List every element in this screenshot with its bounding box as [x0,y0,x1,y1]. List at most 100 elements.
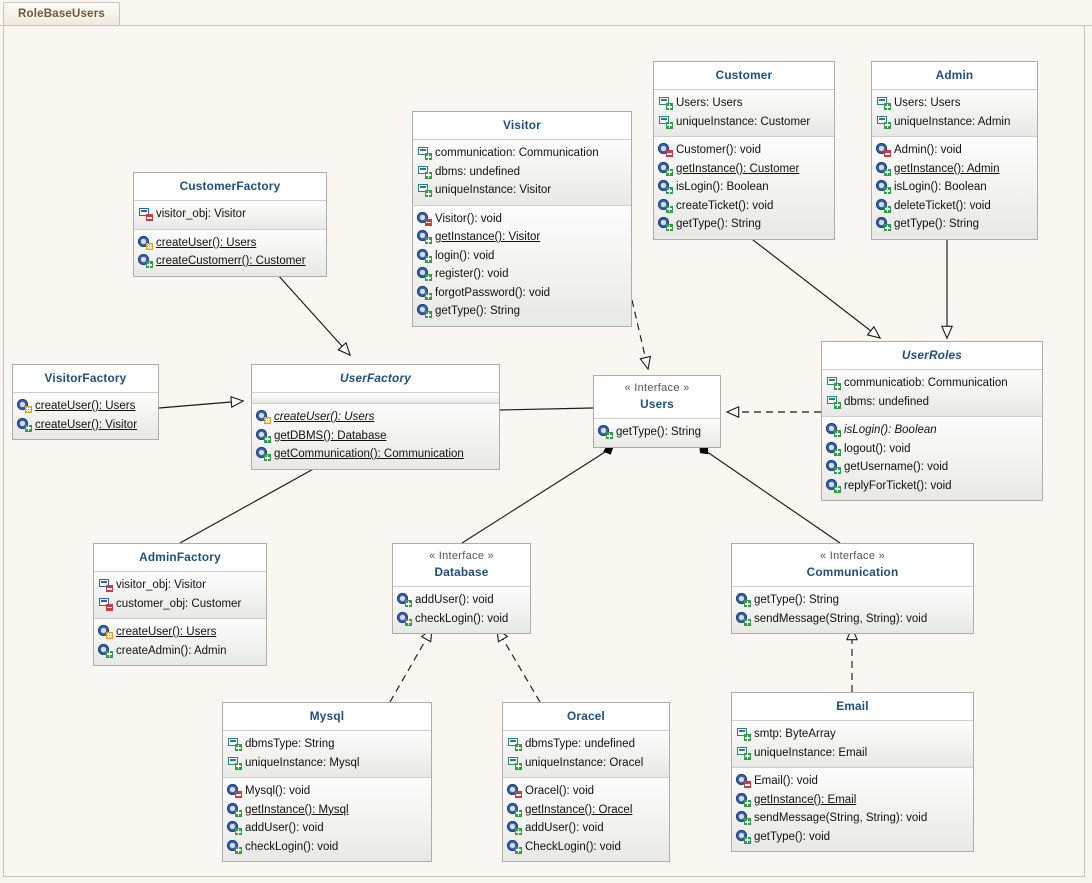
class-header[interactable]: Admin [872,62,1037,90]
method-row[interactable]: getType(): String [598,423,716,442]
method-row[interactable]: createUser(): Visitor [17,416,154,435]
method-row[interactable]: createUser(): Users [138,234,322,253]
link-users-to-communication[interactable] [700,447,841,544]
link-userfactory-to-users[interactable] [499,407,594,411]
method-row[interactable]: createCustomerr(): Customer [138,252,322,271]
attribute-row[interactable]: smtp: ByteArray [736,725,969,744]
method-row[interactable]: getInstance(): Email [736,791,969,810]
link-mysql-to-database[interactable] [389,629,432,703]
method-row[interactable]: isLogin(): Boolean [876,178,1033,197]
attribute-row[interactable]: uniqueInstance: Admin [876,113,1033,132]
method-row[interactable]: CheckLogin(): void [507,838,665,857]
class-header[interactable]: Email [732,693,973,721]
method-row[interactable]: forgotPassword(): void [417,284,627,303]
link-users-to-database[interactable] [461,447,613,544]
attribute-row[interactable]: uniqueInstance: Oracel [507,754,665,773]
method-row[interactable]: getDBMS(): Database [256,427,495,446]
method-row[interactable]: getInstance(): Admin [876,160,1033,179]
attribute-row[interactable]: uniqueInstance: Email [736,744,969,763]
class-header[interactable]: « Interface »Users [594,376,720,419]
method-row[interactable]: logout(): void [826,440,1038,459]
class-header[interactable]: UserRoles [822,342,1042,370]
method-row[interactable]: createAdmin(): Admin [98,642,262,661]
class-header[interactable]: Oracel [503,703,669,731]
attribute-row[interactable]: dbms: undefined [417,163,627,182]
method-row[interactable]: getInstance(): Mysql [227,801,427,820]
link-oracel-to-database[interactable] [497,629,541,703]
class-box-users[interactable]: « Interface »Users getType(): String [593,375,721,448]
method-row[interactable]: Mysql(): void [227,782,427,801]
attribute-row[interactable]: communication: Communication [417,144,627,163]
method-row[interactable]: getType(): void [736,828,969,847]
attribute-row[interactable]: dbmsType: undefined [507,735,665,754]
attribute-row[interactable]: Users: Users [876,94,1033,113]
method-row[interactable]: login(): void [417,247,627,266]
link-visitor-to-users[interactable] [631,299,648,369]
method-row[interactable]: checkLogin(): void [227,838,427,857]
method-row[interactable]: replyForTicket(): void [826,477,1038,496]
method-row[interactable]: Customer(): void [658,141,830,160]
method-row[interactable]: sendMessage(String, String): void [736,610,969,629]
method-row[interactable]: createUser(): Users [98,623,262,642]
attribute-row[interactable]: visitor_obj: Visitor [138,205,322,224]
class-header[interactable]: UserFactory [252,365,499,393]
method-row[interactable]: checkLogin(): void [397,610,526,629]
class-header[interactable]: « Interface »Communication [732,544,973,587]
class-header[interactable]: « Interface »Database [393,544,530,587]
method-row[interactable]: Email(): void [736,772,969,791]
method-row[interactable]: register(): void [417,265,627,284]
class-header[interactable]: CustomerFactory [134,173,326,201]
attribute-row[interactable]: uniqueInstance: Customer [658,113,830,132]
attribute-row[interactable]: uniqueInstance: Mysql [227,754,427,773]
method-row[interactable]: isLogin(): Boolean [826,421,1038,440]
method-row[interactable]: Oracel(): void [507,782,665,801]
method-row[interactable]: createUser(): Users [17,397,154,416]
tab-rolebaseusers[interactable]: RoleBaseUsers [3,2,120,25]
method-row[interactable]: getType(): String [876,215,1033,234]
method-row[interactable]: getType(): String [736,591,969,610]
method-row[interactable]: getInstance(): Visitor [417,228,627,247]
method-row[interactable]: getInstance(): Oracel [507,801,665,820]
class-header[interactable]: VisitorFactory [13,365,158,393]
method-row[interactable]: createUser(): Users [256,408,495,427]
class-box-communication[interactable]: « Interface »Communication getType(): Str… [731,543,974,634]
method-row[interactable]: addUser(): void [227,819,427,838]
class-box-customerfactory[interactable]: CustomerFactory visitor_obj: Visitor creat… [133,172,327,277]
method-row[interactable]: addUser(): void [507,819,665,838]
method-row[interactable]: getInstance(): Customer [658,160,830,179]
method-row[interactable]: getUsername(): void [826,458,1038,477]
class-header[interactable]: AdminFactory [94,544,266,572]
class-header[interactable]: Visitor [413,112,631,140]
link-customer-to-userroles[interactable] [743,232,880,338]
attribute-row[interactable]: uniqueInstance: Visitor [417,181,627,200]
method-row[interactable]: deleteTicket(): void [876,197,1033,216]
method-row[interactable]: Admin(): void [876,141,1033,160]
method-row[interactable]: getCommunication(): Communication [256,445,495,464]
class-header[interactable]: Customer [654,62,834,90]
method-row[interactable]: isLogin(): Boolean [658,178,830,197]
method-row[interactable]: getType(): String [417,302,627,321]
class-header[interactable]: Mysql [223,703,431,731]
method-row[interactable]: createTicket(): void [658,197,830,216]
method-row[interactable]: getType(): String [658,215,830,234]
attribute-row[interactable]: dbms: undefined [826,393,1038,412]
method-row[interactable]: sendMessage(String, String): void [736,809,969,828]
method-row[interactable]: addUser(): void [397,591,526,610]
link-visitorfactory-to-userfactory[interactable] [158,401,243,409]
attribute-row[interactable]: Users: Users [658,94,830,113]
attribute-row[interactable]: visitor_obj: Visitor [98,576,262,595]
attribute-row[interactable]: communicatiob: Communication [826,374,1038,393]
attribute-row[interactable]: dbmsType: String [227,735,427,754]
method-row[interactable]: Visitor(): void [417,210,627,229]
